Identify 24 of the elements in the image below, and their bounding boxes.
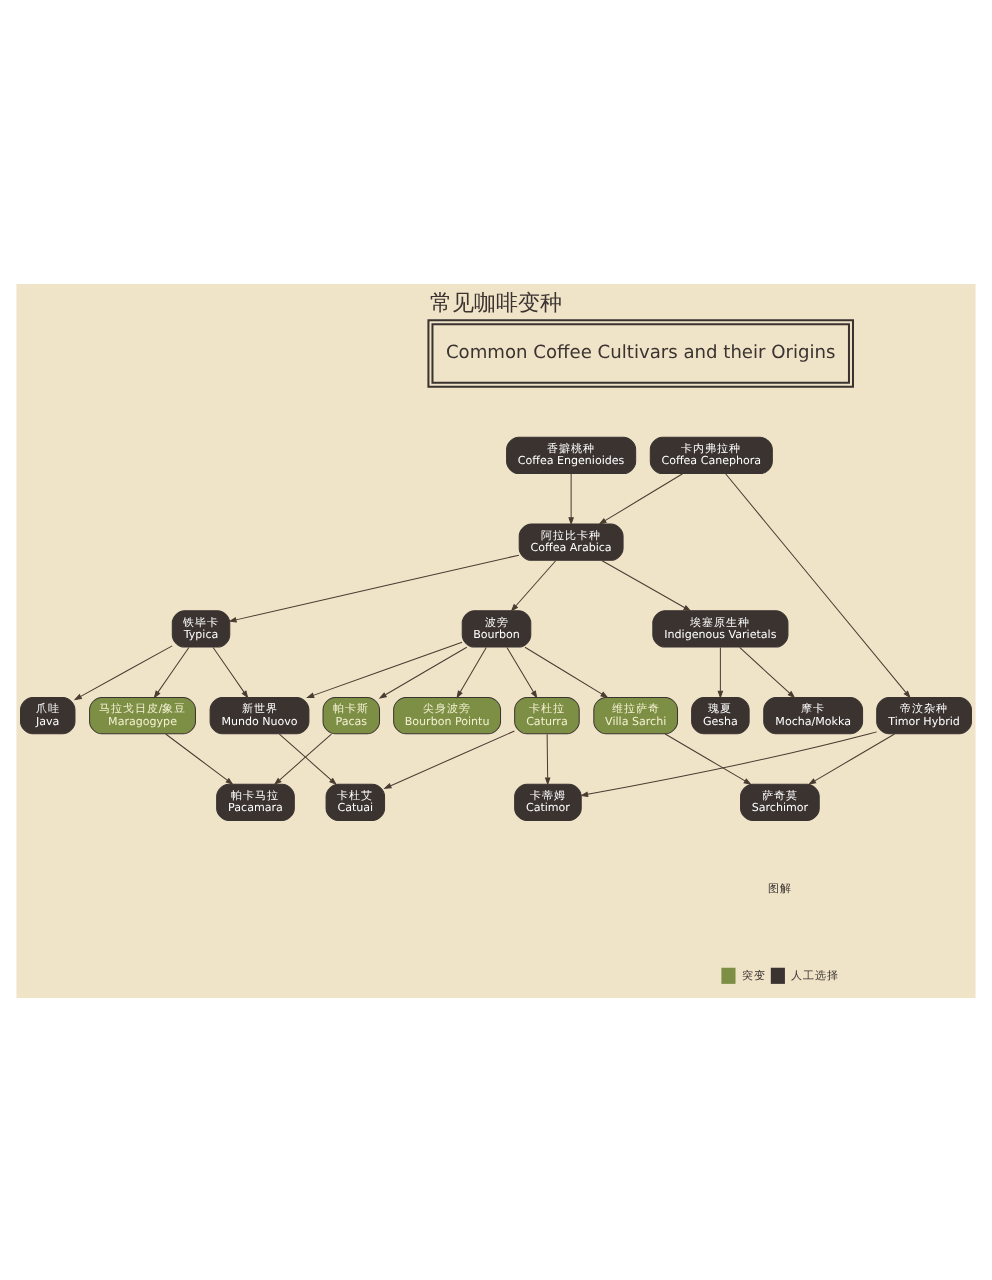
arrow [228, 553, 520, 622]
arrow [601, 559, 692, 611]
arrow [598, 472, 684, 524]
arrow [212, 645, 249, 698]
arrow [378, 645, 468, 698]
arrow [306, 640, 463, 697]
arrow [506, 645, 538, 698]
arrow [153, 645, 190, 698]
arrow [456, 645, 487, 698]
arrow [383, 729, 515, 788]
diagram-title: 常见咖啡变种 [430, 288, 562, 315]
arrow [544, 732, 551, 785]
arrow [510, 559, 557, 611]
arrow [580, 730, 878, 797]
arrow [739, 645, 796, 698]
label: Common Coffee Cultivars and their Origins [445, 343, 836, 364]
arrow [664, 732, 752, 784]
arrow [165, 732, 234, 784]
arrow [568, 472, 574, 525]
arrow [73, 644, 173, 700]
arrow [725, 472, 911, 698]
arrow [717, 645, 724, 698]
arrow [808, 732, 896, 784]
arrow [524, 645, 609, 698]
